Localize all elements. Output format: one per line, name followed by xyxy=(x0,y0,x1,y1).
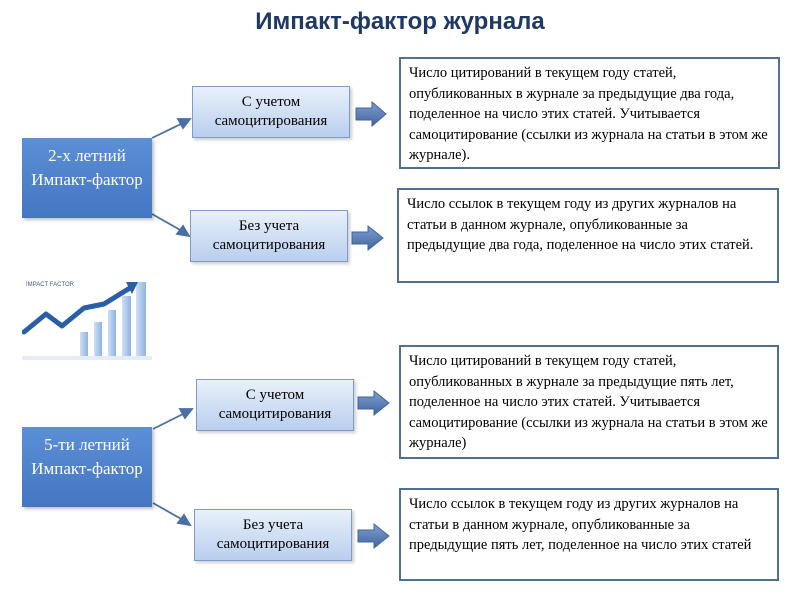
main-box-label: 2-х летний Импакт-фактор xyxy=(31,146,143,189)
main-box-label: 5-ти летний Импакт-фактор xyxy=(31,435,143,478)
branch-box-with-self-citation: С учетом самоцитирования xyxy=(196,379,354,431)
branch-box-with-self-citation: С учетом самоцитирования xyxy=(192,86,350,138)
impact-factor-logo: IMPACT FACTOR xyxy=(21,274,152,360)
main-box-2-year: 2-х летний Импакт-фактор xyxy=(22,138,152,218)
branch-box-label: Без учета самоцитирования xyxy=(216,517,330,552)
description-text: Число цитирований в текущем году статей,… xyxy=(409,65,768,163)
block-arrow-branch4 xyxy=(357,522,390,550)
main-box-5-year: 5-ти летний Импакт-фактор xyxy=(22,427,152,507)
description-text: Число ссылок в текущем году из других жу… xyxy=(407,196,754,253)
branch-box-without-self-citation: Без учета самоцитирования xyxy=(194,509,352,561)
diagram-title: Импакт-фактор журнала xyxy=(255,8,545,35)
description-box: Число ссылок в текущем году из других жу… xyxy=(399,488,779,581)
arrow-main2-to-branch2 xyxy=(152,502,192,527)
description-box: Число ссылок в текущем году из других жу… xyxy=(397,188,779,283)
block-arrow-branch1 xyxy=(355,100,387,128)
description-box: Число цитирований в текущем году статей,… xyxy=(399,57,780,169)
branch-box-without-self-citation: Без учета самоцитирования xyxy=(190,210,348,262)
branch-box-label: С учетом самоцитирования xyxy=(214,94,328,129)
block-arrow-branch2 xyxy=(351,224,384,252)
branch-box-label: Без учета самоцитирования xyxy=(212,218,326,253)
description-box: Число цитирований в текущем году статей,… xyxy=(399,345,779,459)
description-text: Число цитирований в текущем году статей,… xyxy=(409,353,768,451)
arrow-main1-to-branch2 xyxy=(151,213,191,238)
branch-box-label: С учетом самоцитирования xyxy=(218,387,332,422)
logo-text: IMPACT FACTOR xyxy=(26,282,75,288)
description-text: Число ссылок в текущем году из других жу… xyxy=(409,496,752,553)
arrow-main1-to-branch1 xyxy=(151,118,192,139)
block-arrow-branch3 xyxy=(357,389,390,417)
arrow-main2-to-branch1 xyxy=(152,408,194,430)
